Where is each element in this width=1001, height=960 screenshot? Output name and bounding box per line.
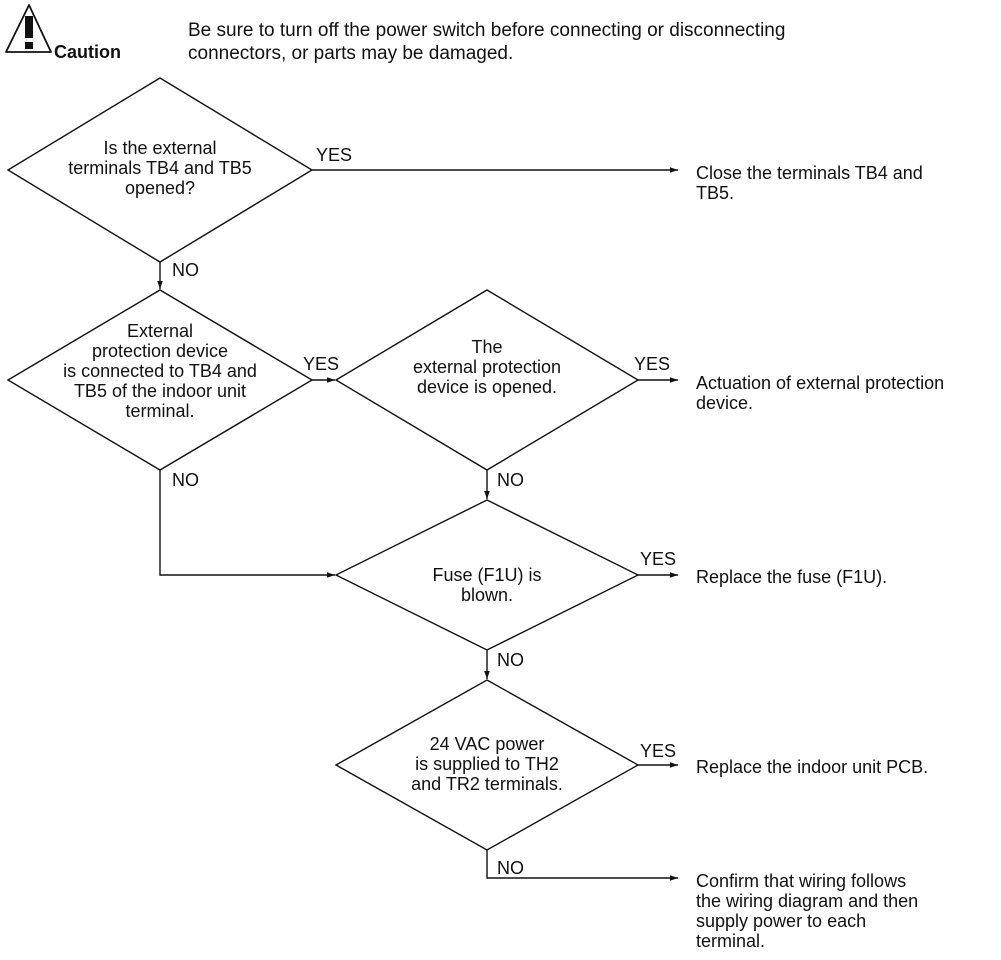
decision-1-line: opened? [124, 178, 196, 198]
decision-2-line: is connected to TB4 and [63, 361, 257, 381]
decision-1-line: Is the external [103, 138, 217, 158]
yes-label-d5: YES [640, 741, 677, 761]
outcome-1: Close the terminals TB4 and TB5. [696, 163, 923, 203]
decision-3-line: device is opened. [416, 377, 558, 397]
decision-2-text: External protection device is connected … [20, 321, 300, 421]
decision-3-text: The external protection device is opened… [377, 337, 597, 397]
yes-label-d4: YES [640, 549, 677, 569]
outcome-5-line: the wiring diagram and then [696, 891, 919, 911]
yes-label-d2: YES [303, 354, 340, 374]
decision-3-line: The [471, 337, 503, 357]
no-label-d3: NO [497, 470, 524, 490]
yes-label-d1: YES [316, 145, 353, 165]
outcome-1-line: Close the terminals TB4 and [696, 163, 923, 183]
decision-1-line: terminals TB4 and TB5 [68, 158, 252, 178]
outcome-3: Replace the fuse (F1U). [696, 567, 887, 587]
warning-triangle-icon [5, 4, 52, 53]
outcome-2-line: device. [696, 393, 754, 413]
decision-1-text: Is the external terminals TB4 and TB5 op… [40, 138, 280, 198]
no-label-d2: NO [172, 470, 199, 490]
no-label-d1: NO [172, 260, 199, 280]
no-label-d5: NO [497, 858, 524, 878]
decision-2-line: protection device [91, 341, 229, 361]
outcome-5: Confirm that wiring follows the wiring d… [696, 871, 918, 951]
outcome-3-line: Replace the fuse (F1U). [696, 567, 888, 587]
outcome-5-line: Confirm that wiring follows [696, 871, 907, 891]
connector-d2-no [159, 470, 335, 578]
outcome-4-line: Replace the indoor unit PCB. [696, 757, 929, 777]
outcome-5-line: terminal. [696, 931, 766, 951]
decision-3-line: external protection [412, 357, 562, 377]
yes-label-d3: YES [634, 354, 671, 374]
decision-2-line: terminal. [125, 401, 195, 421]
decision-5-line: and TR2 terminals. [411, 774, 563, 794]
caution-text-line-2: connectors, or parts may be damaged. [188, 43, 514, 64]
decision-4-text: Fuse (F1U) is blown. [397, 565, 577, 605]
decision-4-line: Fuse (F1U) is [432, 565, 542, 585]
caution-label: Caution [54, 42, 121, 62]
decision-4-line: blown. [460, 585, 514, 605]
outcome-1-line: TB5. [696, 183, 735, 203]
connector-d5-no [486, 850, 678, 881]
outcome-4: Replace the indoor unit PCB. [696, 757, 928, 777]
decision-5-line: 24 VAC power [429, 734, 545, 754]
outcome-5-line: supply power to each [696, 911, 867, 931]
decision-5-line: is supplied to TH2 [415, 754, 559, 774]
decision-2-line: TB5 of the indoor unit [73, 381, 247, 401]
outcome-2-line: Actuation of external protection [696, 373, 945, 393]
decision-2-line: External [126, 321, 194, 341]
no-label-d4: NO [497, 650, 524, 670]
outcome-2: Actuation of external protection device. [696, 373, 944, 413]
decision-5-text: 24 VAC power is supplied to TH2 and TR2 … [377, 734, 597, 794]
caution-text-line-1: Be sure to turn off the power switch bef… [188, 20, 786, 41]
